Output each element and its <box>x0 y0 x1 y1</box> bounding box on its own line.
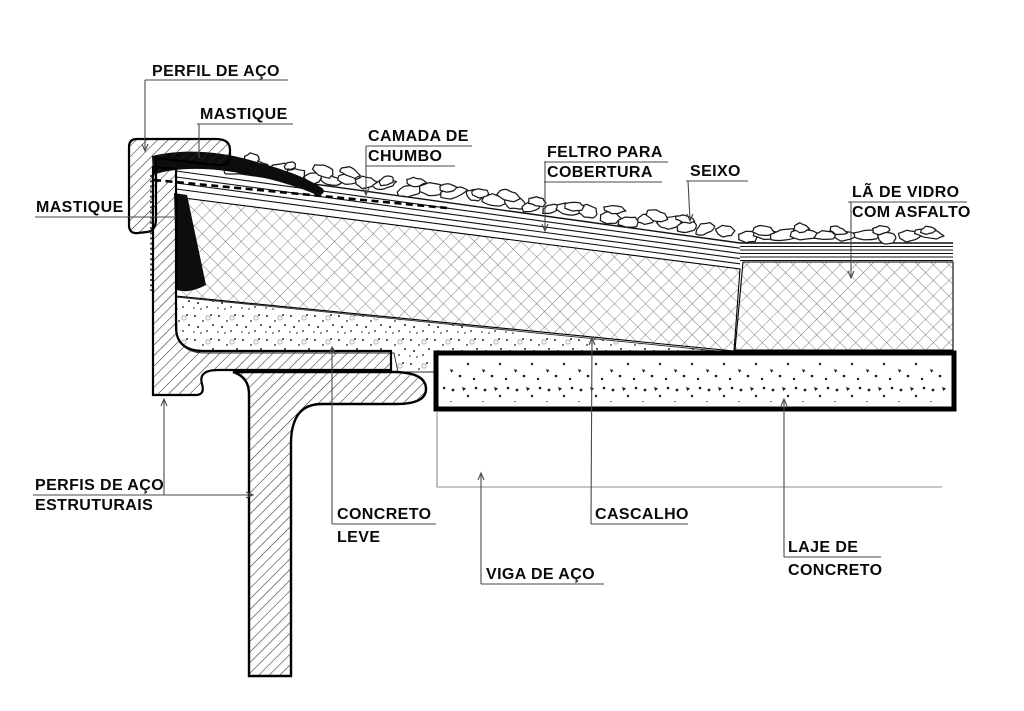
pebble <box>541 203 560 214</box>
arrow-up-cascalho <box>588 336 596 346</box>
label-feltro-line1: FELTRO PARA <box>547 144 663 161</box>
arrow-down-feltro <box>541 223 549 233</box>
steel-beam-web-seat <box>232 370 428 678</box>
pebble <box>645 209 669 223</box>
pebble <box>496 188 521 203</box>
label-perfis-line1: PERFIS DE AÇO <box>35 477 164 494</box>
pebble <box>283 161 297 171</box>
pebble <box>617 216 640 228</box>
arrow-down-camada <box>362 187 370 197</box>
pebble <box>471 188 490 199</box>
label-perfil-de-aco: PERFIL DE AÇO <box>152 63 280 80</box>
pebble <box>311 164 334 179</box>
pebble <box>564 201 585 212</box>
arrow-down-la <box>847 270 855 280</box>
label-seixo: SEIXO <box>690 163 741 180</box>
label-mastique-left: MASTIQUE <box>36 199 124 216</box>
steel-beam-hidden-outline <box>436 411 942 488</box>
pebble <box>751 224 776 237</box>
lead-flashing-dashed-line <box>153 178 448 210</box>
label-laje-line1: LAJE DE <box>788 539 858 556</box>
label-concreto-line1: CONCRETO <box>337 506 431 523</box>
pebble <box>439 183 458 193</box>
pebble <box>769 228 797 242</box>
pebble <box>339 166 362 180</box>
pebble <box>876 231 897 245</box>
mastique-seal-side <box>174 193 206 292</box>
label-la-line1: LÃ DE VIDRO <box>852 181 960 201</box>
steel-edge-fascia-plate <box>151 165 393 397</box>
label-cascalho: CASCALHO <box>595 506 689 523</box>
label-laje-line2: CONCRETO <box>788 562 882 579</box>
label-camada-line1: CAMADA DE <box>368 128 469 145</box>
label-la-line2: COM ASFALTO <box>852 204 971 221</box>
leader-seixo <box>687 180 691 221</box>
arrow-up-concreto-leve <box>328 345 336 355</box>
label-camada-line2: CHUMBO <box>368 148 442 165</box>
pebble <box>813 230 838 241</box>
pebble <box>695 221 716 236</box>
pebble <box>603 204 627 215</box>
pebble <box>378 175 394 187</box>
label-concreto-line2: LEVE <box>337 529 380 546</box>
annotation-labels: PERFIL DE AÇO MASTIQUE CAMADA DE CHUMBO … <box>35 63 971 583</box>
pebble <box>419 182 445 197</box>
arrow-up-perfis <box>160 397 168 407</box>
pebble <box>872 224 891 236</box>
pebble <box>919 225 937 236</box>
arrow-right-perfis <box>245 491 255 499</box>
pebble <box>793 222 811 234</box>
label-feltro-line2: COBERTURA <box>547 164 653 181</box>
pebble <box>829 225 849 236</box>
leader-lines <box>33 79 967 585</box>
leader-cascalho <box>590 338 593 525</box>
insulation-glass-wool-flat <box>734 261 954 351</box>
pebble <box>714 224 736 238</box>
arrow-up-viga <box>477 471 485 481</box>
pebble <box>406 176 428 188</box>
arrow-down-perfil <box>141 143 149 153</box>
arrow-up-laje <box>780 397 788 407</box>
label-viga-de-aco: VIGA DE AÇO <box>486 566 595 583</box>
label-mastique-top: MASTIQUE <box>200 106 288 123</box>
concrete-slab <box>433 350 957 412</box>
label-perfis-line2: ESTRUTURAIS <box>35 497 153 514</box>
pebble <box>527 196 547 208</box>
arrow-down-seixo <box>686 213 694 223</box>
